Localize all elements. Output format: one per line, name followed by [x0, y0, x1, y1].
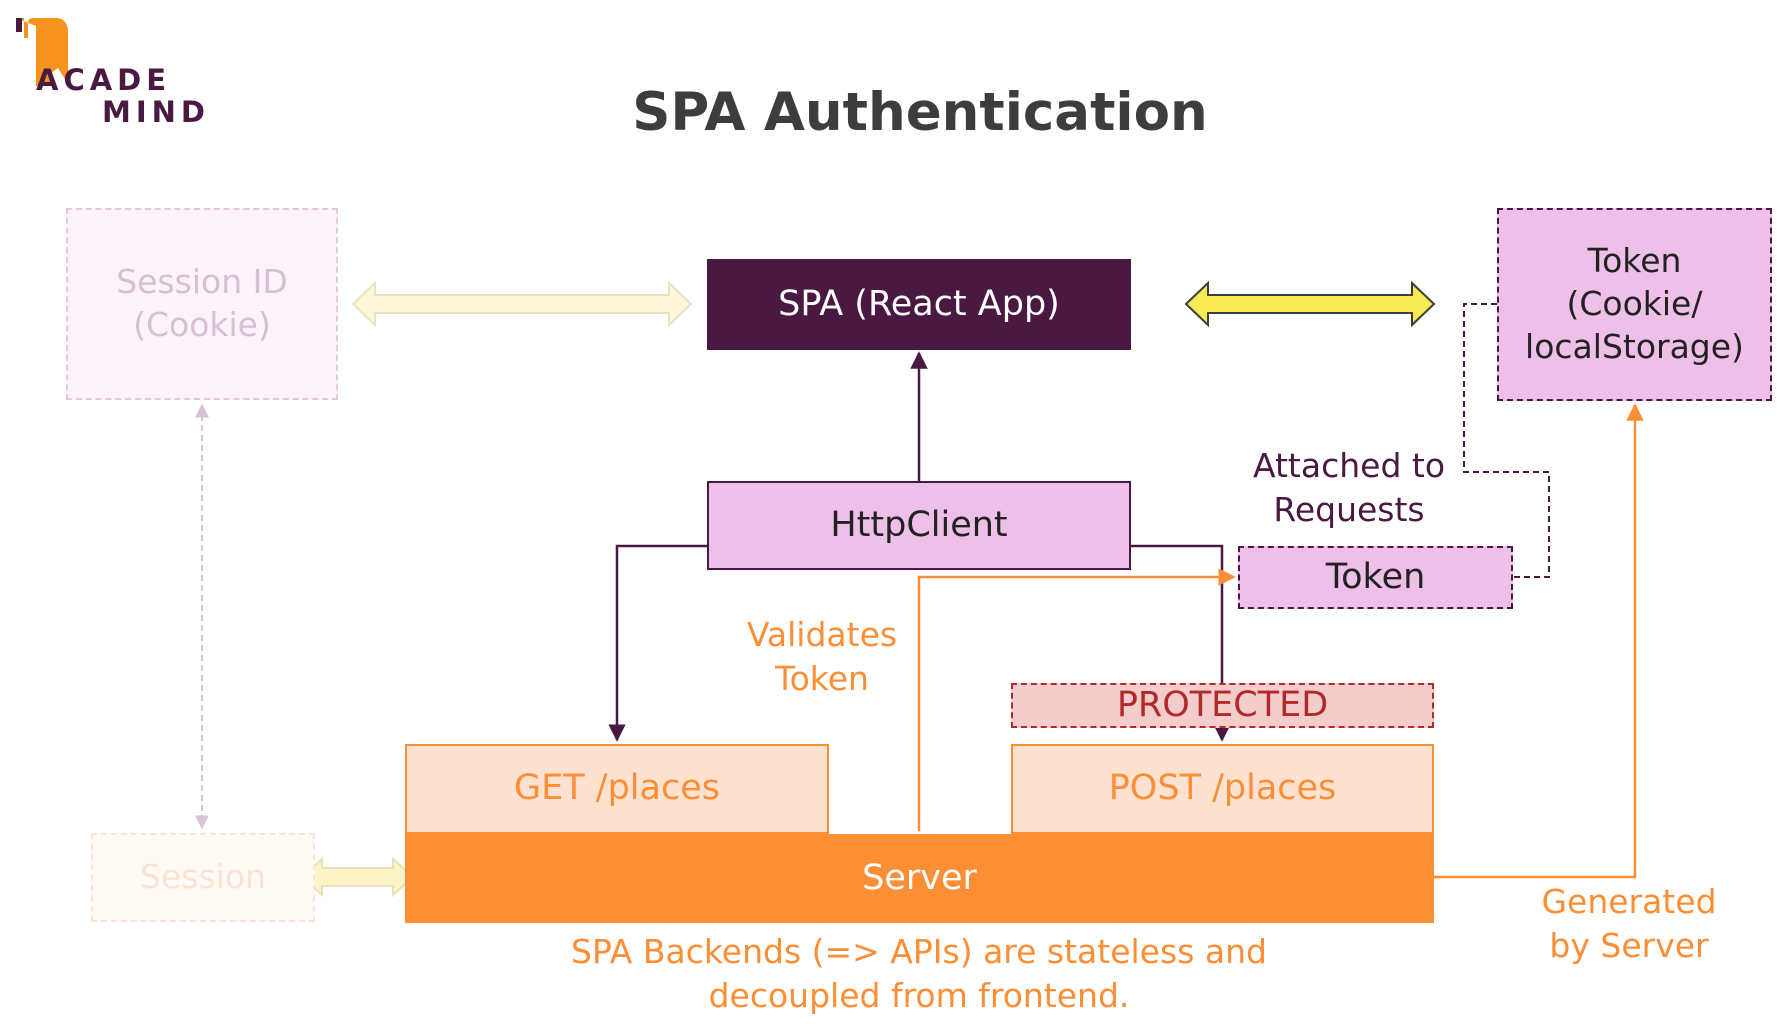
httpclient-box: HttpClient: [707, 481, 1131, 570]
token-storage-box: Token (Cookie/ localStorage): [1497, 208, 1772, 401]
double-arrow-session-server: [300, 856, 415, 898]
page-title: SPA Authentication: [632, 82, 1208, 143]
token-box: Token: [1238, 546, 1513, 609]
session-id-box: Session ID (Cookie): [66, 208, 338, 400]
logo-line-1: ACADE: [36, 63, 172, 97]
connector-tokenstorage-token: [1463, 303, 1550, 578]
connector-server-token: [917, 568, 1236, 831]
logo-mark-icon: [16, 18, 68, 86]
double-arrow-session-spa: [351, 280, 693, 328]
academind-logo: ACADE MIND: [14, 16, 214, 129]
footer-note: SPA Backends (=> APIs) are stateless and…: [571, 932, 1267, 1015]
spa-react-app-box: SPA (React App): [707, 259, 1131, 350]
connector-httpclient-post: [1130, 544, 1231, 742]
connector-httpclient-get: [608, 544, 707, 742]
session-box: Session: [91, 833, 315, 922]
server-box: Server: [405, 834, 1434, 923]
generated-by-server-label: Generated by Server: [1541, 882, 1717, 965]
get-places-box: GET /places: [405, 744, 829, 834]
connector-server-tokenstorage: [1434, 403, 1644, 879]
attached-to-requests-label: Attached to Requests: [1252, 446, 1446, 529]
protected-badge: PROTECTED: [1011, 683, 1434, 728]
double-arrow-spa-token: [1184, 280, 1436, 328]
post-places-box: POST /places: [1011, 744, 1434, 834]
validates-token-label: Validates Token: [746, 615, 898, 698]
logo-line-2: MIND: [102, 95, 210, 129]
